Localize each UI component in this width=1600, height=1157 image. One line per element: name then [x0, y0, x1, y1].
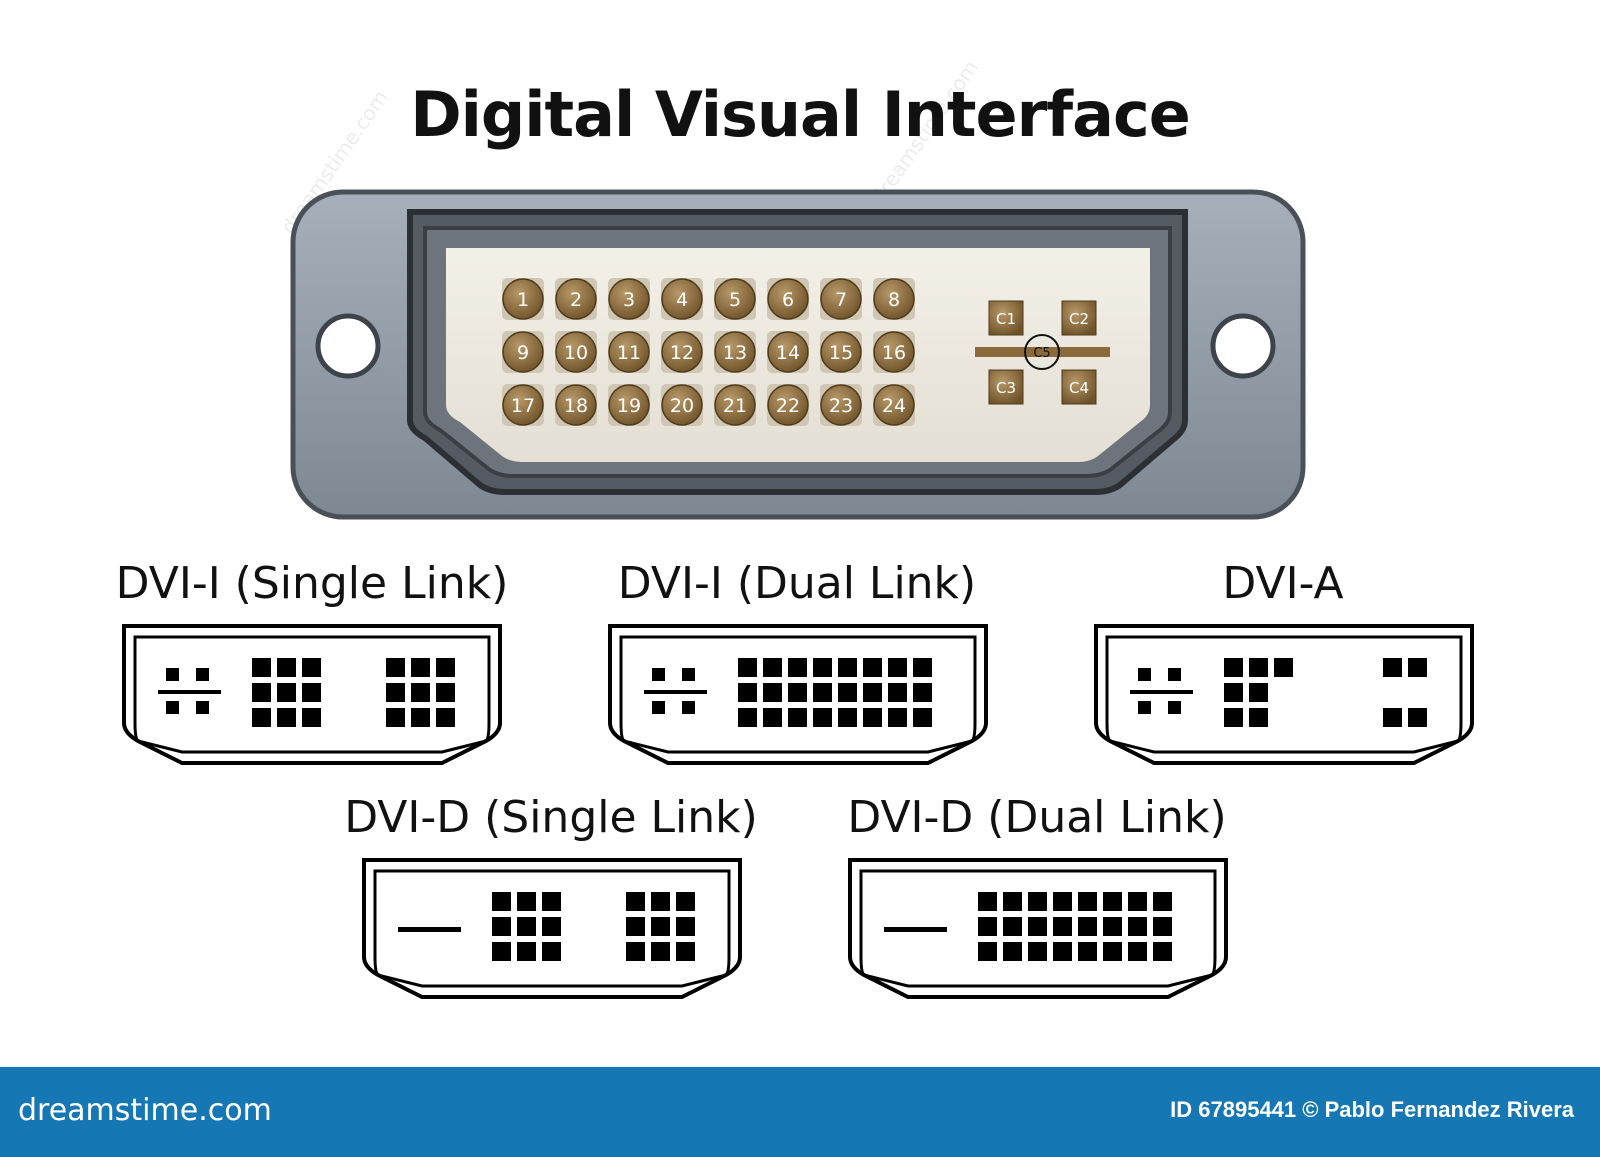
mounting-hole-right [1210, 313, 1276, 379]
pin-number: C1 [996, 310, 1016, 328]
pin-number: 9 [517, 342, 529, 364]
pin-number: 22 [776, 395, 800, 417]
pin-number: 16 [882, 342, 906, 364]
connector-pin: 10 [555, 331, 597, 373]
connector-pin: 6 [767, 278, 809, 320]
pin-number: 18 [564, 395, 588, 417]
pin-number: 19 [617, 395, 641, 417]
pin-number: 3 [623, 289, 635, 311]
connector-pin: 2 [555, 278, 597, 320]
pin-number: 14 [776, 342, 800, 364]
connector-pin: 4 [661, 278, 703, 320]
variant-label: DVI-I (Dual Link) [617, 558, 977, 609]
connector-pin: 3 [608, 278, 650, 320]
connector-pin: 17 [502, 384, 544, 426]
connector-pin: 11 [608, 331, 650, 373]
pin-number: 7 [835, 289, 847, 311]
connector-pin: 24 [873, 384, 915, 426]
pin-number: 20 [670, 395, 694, 417]
pin-number: 5 [729, 289, 741, 311]
pin-number: C5 [1033, 346, 1050, 361]
connector-pin: 1 [502, 278, 544, 320]
footer-brand[interactable]: dreamstime.com [18, 1093, 272, 1128]
pin-number: C4 [1069, 379, 1089, 397]
analog-pin: C5 [1024, 334, 1060, 370]
mounting-hole-left [315, 313, 381, 379]
connector-pin: 5 [714, 278, 756, 320]
connector-pin: 9 [502, 331, 544, 373]
analog-pin: C4 [1061, 369, 1097, 405]
analog-pin: C2 [1061, 300, 1097, 336]
variant-label: DVI-D (Dual Link) [847, 792, 1227, 843]
connector-pin: 15 [820, 331, 862, 373]
pin-number: 15 [829, 342, 853, 364]
pin-number: 17 [511, 395, 535, 417]
connector-pin: 16 [873, 331, 915, 373]
pin-number: C3 [996, 379, 1016, 397]
variant-label: DVI-D (Single Link) [344, 792, 758, 843]
connector-pin: 22 [767, 384, 809, 426]
pin-number: 12 [670, 342, 694, 364]
pin-number: 8 [888, 289, 900, 311]
page-title: Digital Visual Interface [410, 78, 1191, 151]
pin-number: 23 [829, 395, 853, 417]
connector-pin: 21 [714, 384, 756, 426]
connector-pin: 8 [873, 278, 915, 320]
variant-label: DVI-A [1222, 558, 1344, 609]
connector-pin: 18 [555, 384, 597, 426]
variant-dvi-i-single [122, 624, 502, 765]
connector-pin: 23 [820, 384, 862, 426]
pin-number: 21 [723, 395, 747, 417]
connector-pin: 7 [820, 278, 862, 320]
connector-pin: 20 [661, 384, 703, 426]
pin-number: 6 [782, 289, 794, 311]
variant-dvi-i-dual [608, 624, 988, 765]
pin-number: 2 [570, 289, 582, 311]
pin-number: 11 [617, 342, 641, 364]
variant-dvi-d-dual [848, 858, 1228, 999]
variant-dvi-a [1094, 624, 1474, 765]
ground-blade [975, 347, 1110, 357]
footer-credit: ID 67895441 © Pablo Fernandez Rivera [1170, 1097, 1574, 1122]
variant-dvi-d-single [362, 858, 742, 999]
pin-number: 4 [676, 289, 688, 311]
connector-pin: 19 [608, 384, 650, 426]
analog-pin: C3 [988, 369, 1024, 405]
pin-number: 1 [517, 289, 529, 311]
pin-number: C2 [1069, 310, 1089, 328]
connector-pin: 13 [714, 331, 756, 373]
pin-number: 10 [564, 342, 588, 364]
footer-bar: dreamstime.com ID 67895441 © Pablo Ferna… [0, 1067, 1600, 1157]
connector-pin: 14 [767, 331, 809, 373]
pin-number: 24 [882, 395, 906, 417]
connector-pin: 12 [661, 331, 703, 373]
analog-pin: C1 [988, 300, 1024, 336]
variant-label: DVI-I (Single Link) [115, 558, 509, 609]
pin-number: 13 [723, 342, 747, 364]
